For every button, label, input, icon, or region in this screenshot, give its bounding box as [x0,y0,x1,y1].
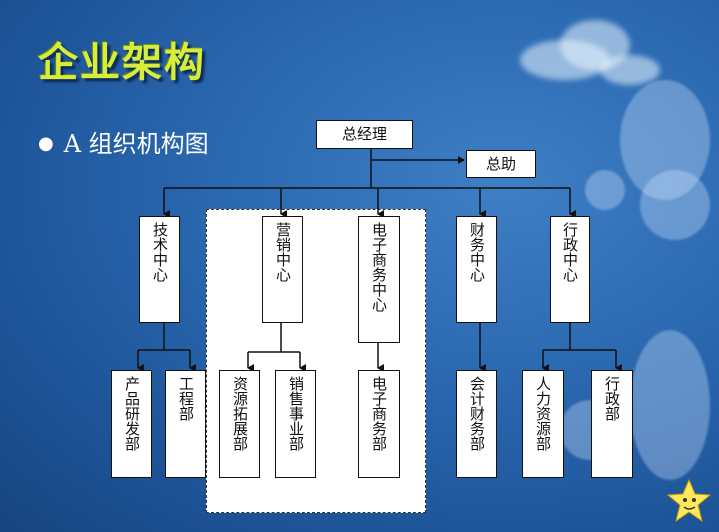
node-ecommerce-center: 电子商务中心 [358,216,400,343]
node-engineering-dept: 工程部 [165,370,206,478]
node-general-manager: 总经理 [316,120,413,149]
node-assistant: 总助 [466,150,536,178]
bullet-icon: ● [38,133,54,154]
node-finance-center: 财务中心 [456,216,497,323]
node-hr-dept: 人力资源部 [522,370,564,478]
node-marketing-center: 营销中心 [262,216,303,323]
node-resource-expansion-dept: 资源拓展部 [219,370,260,478]
node-product-rd-dept: 产品研发部 [111,370,152,478]
node-ecommerce-dept: 电子商务部 [358,370,400,478]
node-admin-dept: 行政部 [591,370,633,478]
node-accounting-dept: 会计财务部 [456,370,497,478]
slide-title: 企业架构 [38,39,206,86]
slide-subtitle: ● A 组织机构图 [38,124,209,159]
node-tech-center: 技术中心 [139,216,180,323]
star-icon [666,478,712,523]
node-admin-center: 行政中心 [550,216,590,323]
node-sales-dept: 销售事业部 [275,370,316,478]
subtitle-text: A 组织机构图 [63,130,209,158]
